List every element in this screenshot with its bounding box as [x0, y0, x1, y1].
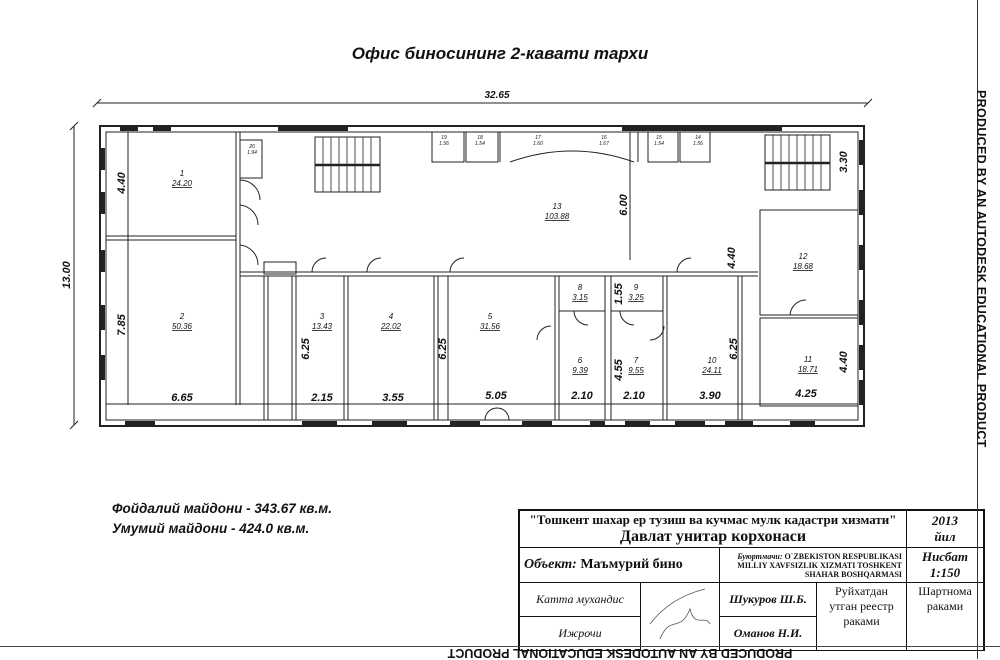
svg-text:2.10: 2.10: [570, 390, 593, 402]
svg-text:6.25: 6.25: [300, 337, 312, 359]
year-value: 2013: [932, 513, 958, 528]
svg-text:6.25: 6.25: [728, 337, 740, 359]
svg-text:4: 4: [389, 312, 394, 321]
svg-text:4.55: 4.55: [613, 358, 625, 381]
object-cell: Объект: Маъмурий бино: [519, 547, 720, 583]
svg-text:3: 3: [320, 312, 325, 321]
signature-icon: [649, 588, 711, 640]
svg-text:24.11: 24.11: [701, 366, 721, 375]
svg-text:5: 5: [488, 312, 493, 321]
floor-plan: 124.20 250.36 313.43 422.02 531.56 69.39…: [61, 90, 873, 430]
watermark-right: PRODUCED BY AN AUTODESK EDUCATIONAL PROD…: [974, 90, 988, 448]
svg-text:1.55: 1.55: [613, 282, 625, 304]
svg-text:103.88: 103.88: [545, 212, 570, 221]
role-executor: Ижрочи: [519, 616, 641, 651]
svg-text:13.00: 13.00: [61, 260, 73, 288]
svg-text:12: 12: [799, 252, 808, 261]
svg-text:3.25: 3.25: [628, 293, 644, 302]
svg-text:14: 14: [695, 135, 701, 141]
role-senior-engineer: Катта мухандис: [519, 582, 641, 617]
svg-text:6.00: 6.00: [618, 193, 630, 215]
svg-text:19: 19: [441, 135, 447, 141]
svg-text:24.20: 24.20: [171, 179, 193, 188]
svg-text:1.60: 1.60: [533, 141, 543, 147]
svg-text:1.94: 1.94: [247, 150, 257, 156]
svg-text:10: 10: [708, 356, 717, 365]
svg-text:8: 8: [578, 283, 583, 292]
signature-cell: [640, 582, 720, 651]
watermark-border-bottom: [0, 646, 1000, 647]
customer-cell: Буюртмачи: O`ZBEKISTON RESPUBLIKASI MILL…: [719, 547, 907, 583]
svg-text:9.55: 9.55: [628, 366, 644, 375]
svg-text:9: 9: [634, 283, 639, 292]
svg-text:13.43: 13.43: [312, 322, 333, 331]
svg-text:18: 18: [477, 135, 483, 141]
organization-line2: Давлат унитар корхонаси: [619, 528, 807, 545]
svg-text:4.25: 4.25: [794, 388, 817, 400]
svg-text:1: 1: [180, 169, 184, 178]
svg-text:4.40: 4.40: [726, 246, 738, 269]
object-value: Маъмурий бино: [580, 557, 683, 572]
svg-text:18.68: 18.68: [793, 262, 814, 271]
total-area-text: Умумий майдони - 424.0 кв.м.: [112, 521, 310, 536]
svg-text:2.15: 2.15: [310, 392, 333, 404]
organization-cell: "Тошкент шахар ер тузиш ва кучмас мулк к…: [519, 510, 907, 548]
svg-text:3.55: 3.55: [382, 392, 404, 404]
svg-text:3.90: 3.90: [699, 390, 721, 402]
svg-text:2.10: 2.10: [622, 390, 645, 402]
organization-line1: "Тошкент шахар ер тузиш ва кучмас мулк к…: [529, 512, 897, 527]
person-senior-engineer: Шукуров Ш.Б.: [719, 582, 817, 617]
svg-text:13: 13: [553, 202, 562, 211]
svg-text:4.40: 4.40: [116, 171, 128, 194]
customer-label: Буюртмачи:: [737, 551, 783, 561]
svg-text:3.15: 3.15: [572, 293, 588, 302]
svg-text:5.05: 5.05: [485, 390, 507, 402]
registry-number-cell: Руйхатдан утган реестр раками: [816, 582, 907, 651]
svg-text:1.56: 1.56: [439, 141, 449, 147]
svg-text:17: 17: [535, 135, 541, 141]
svg-text:31.56: 31.56: [480, 322, 501, 331]
svg-text:7: 7: [634, 356, 639, 365]
svg-text:6.25: 6.25: [437, 337, 449, 359]
svg-text:1.54: 1.54: [475, 141, 485, 147]
person-executor: Оманов Н.И.: [719, 616, 817, 651]
svg-text:11: 11: [804, 355, 812, 364]
svg-text:22.02: 22.02: [380, 322, 402, 331]
scale-cell: Нисбат 1:150: [906, 547, 984, 583]
svg-text:1.56: 1.56: [693, 141, 703, 147]
svg-text:2: 2: [179, 312, 185, 321]
year-label: йил: [934, 529, 956, 544]
scale-label: Нисбат: [921, 549, 969, 564]
watermark-border-right: [977, 0, 978, 659]
svg-text:4.40: 4.40: [838, 350, 850, 373]
plan-title: Офис биносининг 2-кавати тархи: [351, 44, 649, 63]
object-label: Объект:: [524, 557, 577, 572]
customer-value: O`ZBEKISTON RESPUBLIKASI MILLIY XAVFSIZL…: [737, 551, 902, 579]
svg-text:18.71: 18.71: [798, 365, 818, 374]
svg-text:50.36: 50.36: [172, 322, 193, 331]
svg-text:1.67: 1.67: [599, 141, 609, 147]
scale-value: 1:150: [929, 565, 961, 580]
watermark-bottom: PRODUCED BY AN AUTODESK EDUCATIONAL PROD…: [447, 646, 793, 660]
svg-text:16: 16: [601, 135, 607, 141]
svg-text:9.39: 9.39: [572, 366, 588, 375]
svg-text:6.65: 6.65: [171, 392, 193, 404]
svg-text:1.54: 1.54: [654, 141, 664, 147]
svg-text:20: 20: [248, 144, 255, 150]
useful-area-text: Фойдалий майдони - 343.67 кв.м.: [112, 501, 332, 516]
title-block: "Тошкент шахар ер тузиш ва кучмас мулк к…: [518, 509, 985, 651]
svg-text:3.30: 3.30: [838, 150, 850, 172]
svg-text:6: 6: [578, 356, 583, 365]
svg-text:7.85: 7.85: [116, 313, 128, 335]
svg-text:32.65: 32.65: [484, 90, 509, 101]
contract-number-cell: Шартнома раками: [906, 582, 984, 651]
svg-text:15: 15: [656, 135, 662, 141]
area-summary: Фойдалий майдони - 343.67 кв.м. Умумий м…: [112, 499, 332, 539]
